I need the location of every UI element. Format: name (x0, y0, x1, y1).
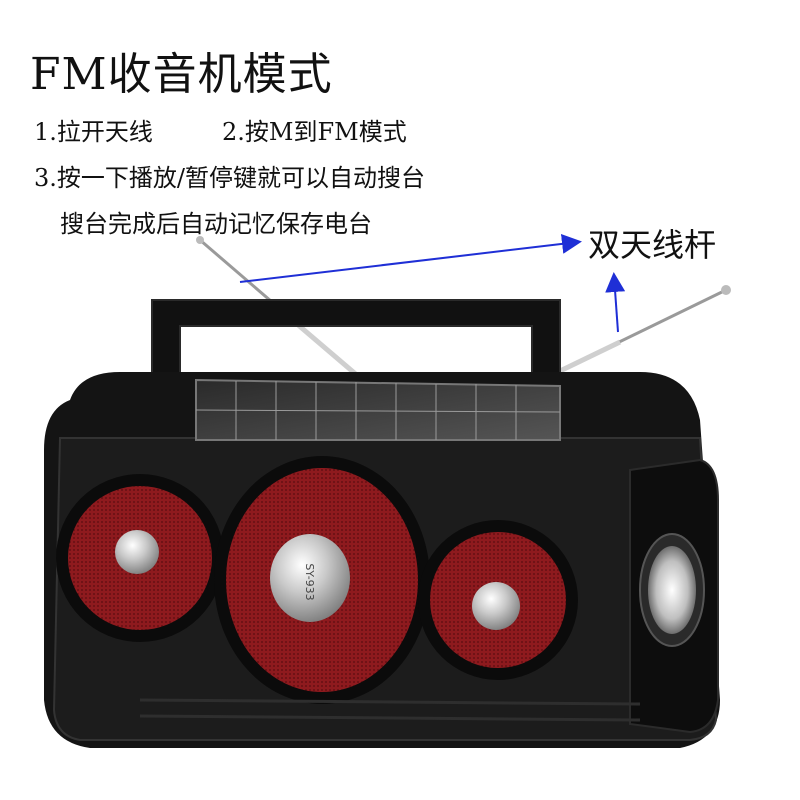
solar-panel (195, 378, 561, 441)
flashlight (639, 533, 705, 647)
instruction-step-1: 1.拉开天线 (34, 118, 153, 146)
callout-arrows (239, 233, 626, 333)
instruction-step-3: 3.按一下播放/暂停键就可以自动搜台 (34, 164, 425, 192)
speaker-right (418, 520, 578, 680)
instruction-step-2: 2.按M到FM模式 (222, 118, 407, 146)
speaker-left (56, 474, 224, 642)
antenna-callout-label: 双天线杆 (588, 226, 717, 264)
bottom-vents (139, 698, 641, 722)
speaker-brand-logo: SY-933 (303, 563, 316, 600)
page-title: FM收音机模式 (30, 49, 333, 100)
instruction-step-3-continued: 搜台完成后自动记忆保存电台 (60, 210, 372, 238)
speaker-center: SY-933 (214, 456, 430, 704)
